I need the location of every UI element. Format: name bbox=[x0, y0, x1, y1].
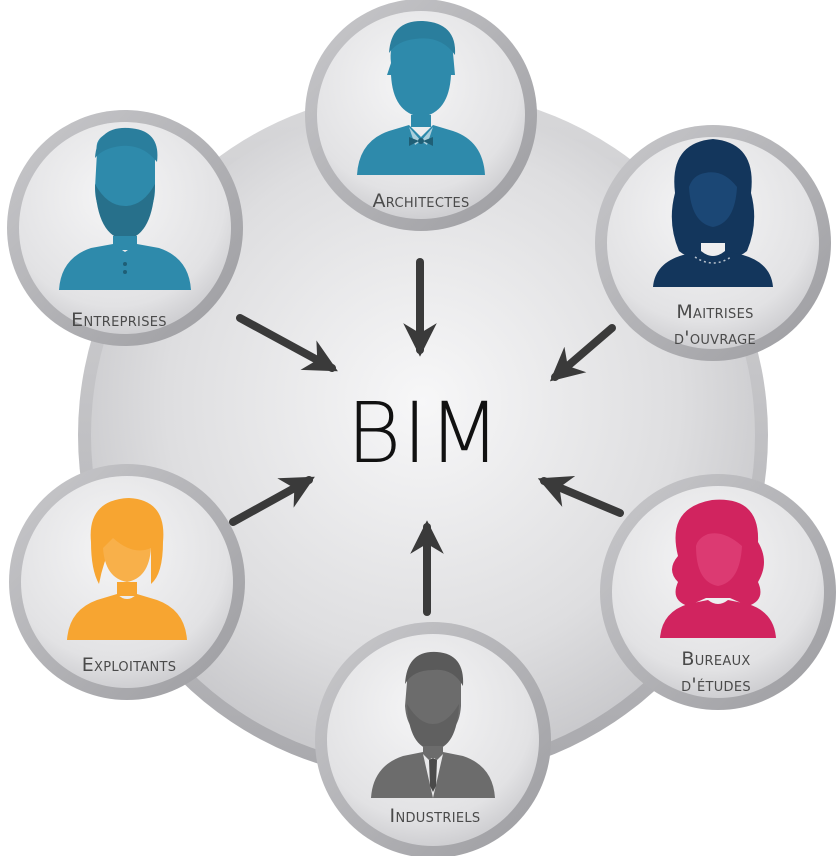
arrow-bureaux bbox=[537, 475, 624, 517]
bearded-man-avatar-icon bbox=[59, 127, 191, 290]
node-label-entreprises: Entreprises bbox=[71, 309, 167, 331]
node-maitrises-ouvrage: Maitrises d'ouvrage bbox=[595, 125, 831, 361]
node-label-architectes: Architectes bbox=[372, 190, 469, 212]
node-bureaux-etudes: Bureaux d'études bbox=[600, 474, 836, 710]
node-label-maitrises-line2: d'ouvrage bbox=[674, 327, 756, 349]
node-architectes: Architectes bbox=[305, 0, 537, 231]
arrows bbox=[229, 258, 624, 616]
node-label-industriels: Industriels bbox=[390, 805, 481, 827]
node-entreprises: Entreprises bbox=[7, 110, 243, 346]
arrow-entreprises bbox=[236, 314, 338, 372]
hub-title: BIM bbox=[346, 384, 501, 482]
architect-avatar-icon bbox=[357, 20, 485, 175]
woman-avatar-icon bbox=[653, 139, 773, 287]
arrow-maitrises bbox=[549, 324, 616, 382]
hub-disc bbox=[91, 103, 755, 767]
node-exploitants: Exploitants bbox=[9, 464, 245, 700]
curly-woman-avatar-icon bbox=[660, 499, 776, 638]
node-label-maitrises-line1: Maitrises bbox=[676, 301, 753, 323]
node-industriels: Industriels bbox=[315, 622, 551, 856]
woman-short-hair-avatar-icon bbox=[67, 498, 187, 640]
node-label-bureaux-line2: d'études bbox=[681, 674, 751, 696]
node-label-bureaux-line1: Bureaux bbox=[681, 648, 750, 670]
arrow-exploitants bbox=[229, 476, 315, 526]
businessman-avatar-icon bbox=[371, 651, 495, 798]
hub: BIM bbox=[78, 90, 768, 780]
node-label-exploitants: Exploitants bbox=[82, 654, 177, 676]
